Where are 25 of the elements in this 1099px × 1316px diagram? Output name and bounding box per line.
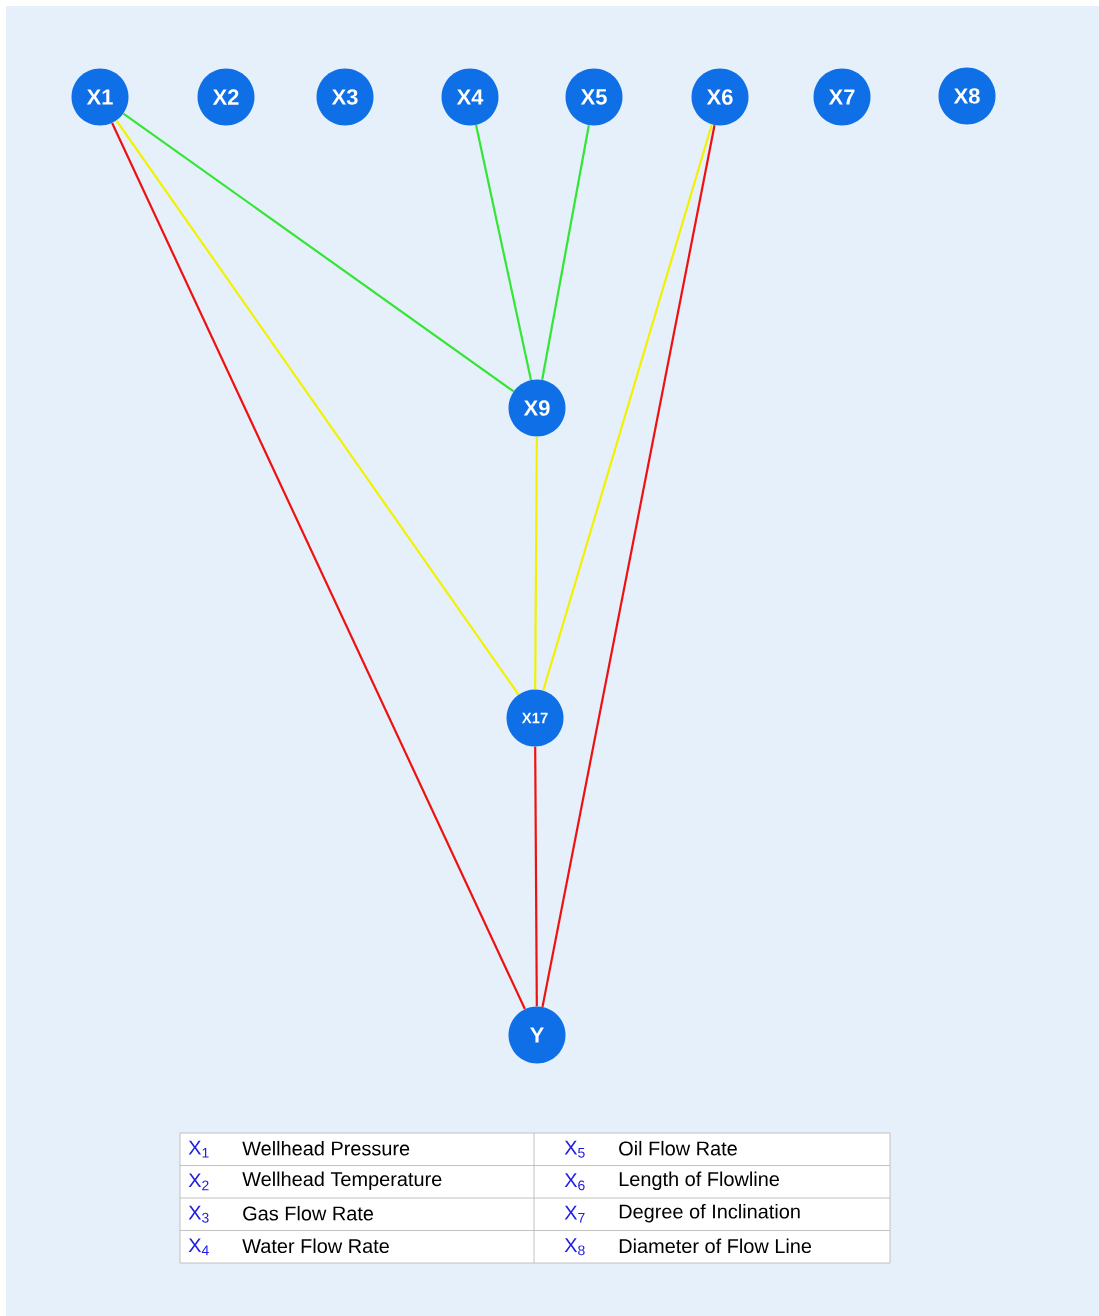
variable-name: Degree of Inclination xyxy=(619,1203,800,1223)
variable-name: Length of Flowline xyxy=(619,1171,779,1191)
connector-line xyxy=(111,122,526,1010)
connector-line xyxy=(542,124,713,691)
variable-name: Gas Flow Rate xyxy=(243,1205,374,1221)
variable-name: Oil Flow Rate xyxy=(619,1140,737,1156)
connector-line xyxy=(115,119,520,696)
connector-line xyxy=(474,124,533,381)
connector-line xyxy=(541,124,716,1008)
variable-symbol: X$_{8}$ xyxy=(564,1238,585,1256)
variable-symbol: X$_{2}$ xyxy=(188,1173,209,1191)
variable-symbol: X$_{5}$ xyxy=(564,1140,585,1158)
variable-symbol: X$_{1}$ xyxy=(188,1140,209,1158)
variable-symbol: X$_{4}$ xyxy=(188,1238,209,1256)
connector-line xyxy=(534,746,538,1007)
variable-symbol: X$_{7}$ xyxy=(564,1205,585,1223)
connector-line xyxy=(122,112,515,393)
variable-name: Water Flow Rate xyxy=(242,1238,389,1254)
variable-name: Wellhead Temperature xyxy=(242,1171,442,1191)
connector-line xyxy=(534,436,538,690)
variable-symbol: X$_{3}$ xyxy=(188,1205,209,1223)
variable-name: Wellhead Pressure xyxy=(242,1140,410,1156)
connector-line xyxy=(541,125,590,380)
variable-name: Diameter of Flow Line xyxy=(619,1238,812,1254)
variable-symbol: X$_{6}$ xyxy=(564,1173,585,1191)
